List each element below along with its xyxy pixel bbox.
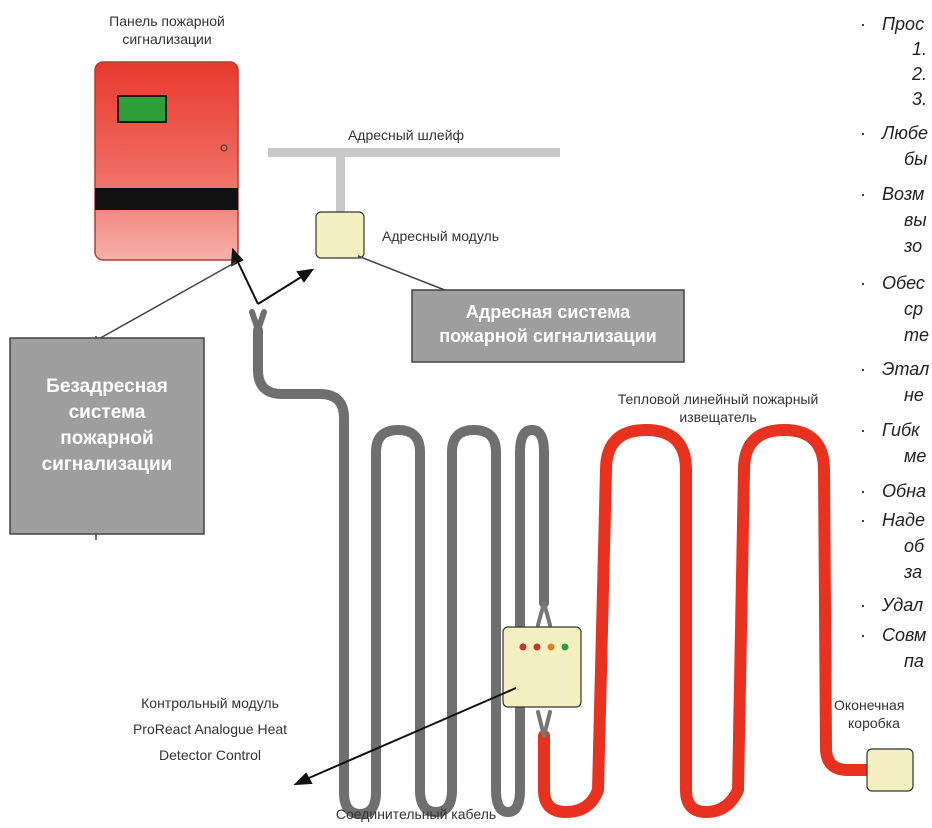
end-box-label-line1: Оконечная [834,697,905,713]
conventional-callout-line3: пожарной [60,428,154,449]
end-box-label-line2: коробка [848,715,900,731]
control-module [502,626,582,708]
module-label: Адресный модуль [382,228,500,244]
bullet-item: те [904,325,930,345]
bullet-item: ·Этал [860,359,930,379]
detector-label-line2: извещатель [679,409,757,425]
conventional-callout-line2: система [68,402,146,423]
conventional-callout-line4: сигнализации [41,454,173,475]
bullet-item: за [904,562,923,582]
fire-alarm-panel [94,61,239,261]
end-box [866,748,914,792]
panel-label-line2: сигнализации [122,31,212,47]
addressable-callout-line1: Адресная система [465,302,631,322]
bullet-item: ·Удал [860,595,924,615]
conventional-callout-text: Безадресная система пожарной сигнализаци… [10,374,204,478]
panel-label: Панель пожарной сигнализации [82,12,252,48]
bullet-item: ме [904,446,927,466]
addressable-callout-line2: пожарной сигнализации [439,326,657,346]
addressable-callout-box [411,289,685,363]
arrows [230,247,517,786]
bullet-item: не [904,385,924,405]
addressable-callout-text: Адресная система пожарной сигнализации [412,300,684,348]
bullet-item: ·Совм [860,625,927,645]
conventional-callout-line1: Безадресная [46,376,168,397]
bullet-item: бы [904,149,928,169]
detector-label-line1: Тепловой линейный пожарный [617,391,819,407]
bullet-item: ·Любе [860,123,929,143]
addressable-module [315,211,365,259]
conventional-callout-box [9,337,205,535]
bullet-item: вы [904,210,927,230]
control-module-label: Контрольный модуль ProReact Analogue Hea… [120,690,300,768]
bullet-item: ср [904,299,924,319]
bullet-item: ·Возм [860,184,925,204]
detector-label: Тепловой линейный пожарный извещатель [598,390,838,426]
bullet-item: ·Обна [860,481,927,501]
connecting-cable [253,325,549,819]
bullet-item: зо [904,236,923,256]
linear-heat-detector-cable [538,424,876,818]
end-box-label: Оконечная коробка [834,696,932,732]
bullet-item: ·Гибк [860,420,920,440]
cable-fork [249,309,267,333]
bullet-item: ·Наде [860,510,925,530]
bullet-item: па [904,651,924,671]
panel-label-line1: Панель пожарной [109,13,225,29]
loop-label: Адресный шлейф [347,127,465,143]
bullet-item: об [904,536,925,556]
control-label-line2: ProReact Analogue Heat [132,721,288,737]
addressable-loop [268,148,560,216]
bullet-item: ·Обес [860,273,925,293]
bullet-item: ·Прос [860,14,925,34]
control-module-wires [536,601,552,738]
control-label-line3: Detector Control [159,747,261,763]
connecting-cable-label: Соединительный кабель [335,806,497,822]
control-label-line1: Контрольный модуль [141,695,279,711]
